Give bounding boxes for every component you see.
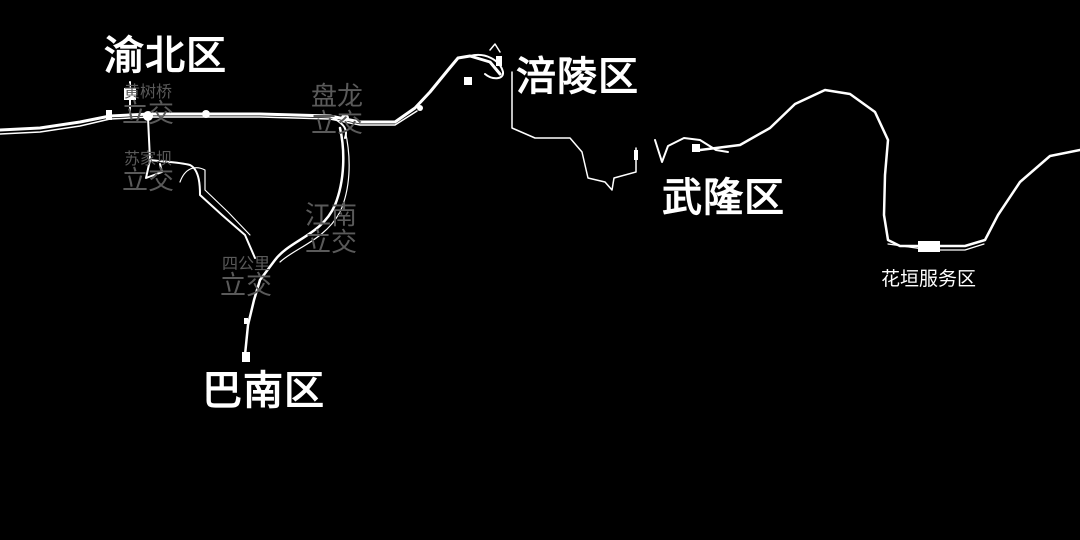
marker-wulong-2 — [634, 150, 638, 160]
district-label-banan: 巴南区 — [202, 368, 325, 414]
interchange-label-sigongli: 四公里 立交 — [220, 254, 273, 301]
panlong-ramp — [329, 115, 348, 139]
wulong-expressway-parallel — [887, 243, 985, 251]
interchange-suffix: 立交 — [305, 228, 358, 259]
interchange-name: 盘龙 — [311, 82, 364, 112]
marker-fuling-2 — [496, 56, 502, 66]
fuling-spur — [489, 43, 501, 53]
marker-fuling-1 — [464, 77, 472, 85]
service-area-label: 花垣服务区 — [881, 268, 977, 290]
district-label-yubei: 渝北区 — [104, 33, 227, 79]
yubei-south-road — [149, 159, 256, 259]
interchange-name: 江南 — [305, 201, 358, 231]
interchange-suffix: 立交 — [122, 98, 175, 129]
panlong-south-road-parallel — [279, 129, 350, 263]
sujiaba-connector — [145, 117, 163, 179]
interchange-label-sujiaba: 苏家坝 立交 — [122, 149, 175, 196]
wulong-expressway — [698, 88, 1080, 248]
marker-service-area — [918, 241, 940, 252]
fuling-wulong-road — [511, 71, 637, 191]
interchange-name: 四公里 — [222, 254, 271, 273]
junction-fuling — [417, 105, 423, 111]
marker-yubei-west — [106, 110, 112, 120]
main-expressway — [0, 54, 502, 132]
marker-wulong-1 — [692, 144, 700, 152]
district-label-fuling: 涪陵区 — [516, 54, 639, 100]
district-label-wulong: 武隆区 — [662, 175, 785, 221]
junction-yubei-1 — [143, 111, 153, 121]
marker-banan — [242, 352, 250, 362]
interchange-suffix: 立交 — [311, 109, 364, 140]
interchange-name: 苏家坝 — [124, 149, 173, 168]
panlong-south-road — [243, 126, 345, 357]
fuling-loop — [469, 54, 504, 80]
marker-huangshuqiao — [124, 88, 136, 100]
yubei-south-road-parallel — [179, 167, 251, 236]
interchange-suffix: 立交 — [122, 165, 175, 196]
main-expressway-parallel — [0, 110, 418, 135]
interchange-name: 黄树桥 — [124, 82, 173, 101]
wulong-interchange — [654, 137, 729, 163]
interchange-label-panlong: 盘龙 立交 — [311, 82, 364, 140]
junction-yubei-2 — [202, 110, 210, 118]
interchange-label-huangshuqiao: 黄树桥 立交 — [122, 82, 175, 129]
interchange-suffix: 立交 — [220, 270, 273, 301]
marker-banan-2 — [244, 318, 248, 324]
interchange-label-jiangnan: 江南 立交 — [305, 201, 358, 259]
junction-panlong — [341, 114, 349, 122]
